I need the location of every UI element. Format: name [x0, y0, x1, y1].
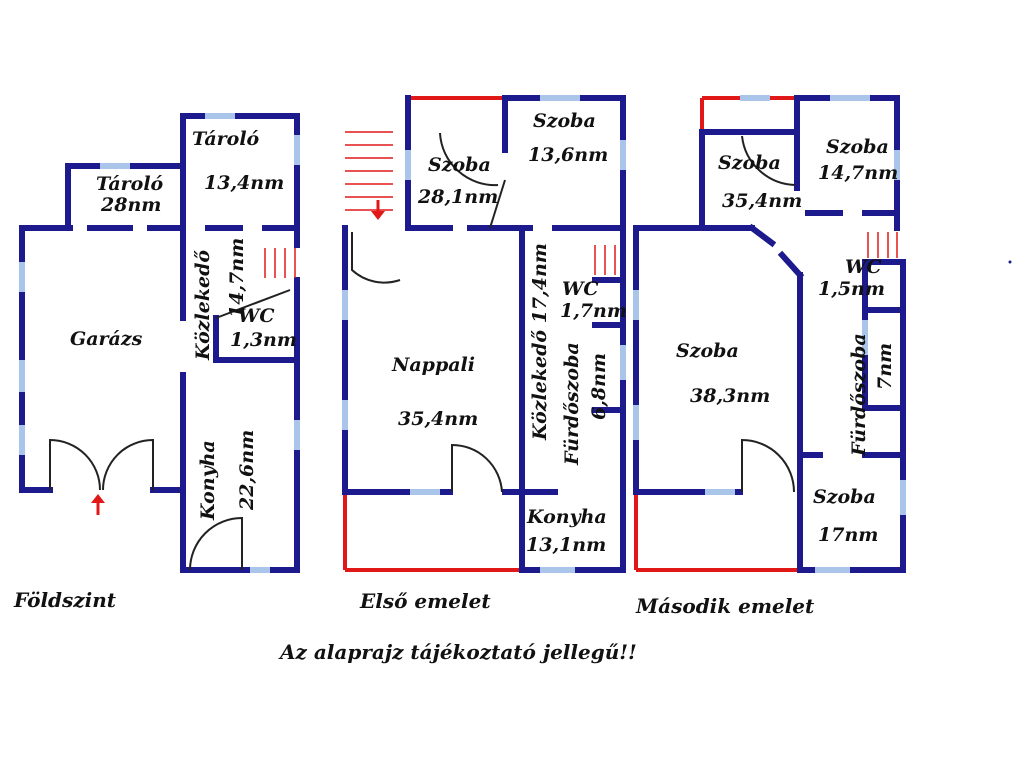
ground-floor-doors — [49, 289, 291, 571]
second-room-d-area: 17nm — [818, 524, 879, 546]
ground-kitchen-name: Konyha — [197, 440, 219, 520]
second-room-b-area: 14,7nm — [818, 162, 899, 184]
second-bath-name: Fürdőszoba — [848, 333, 870, 456]
first-bath-name: Fürdőszoba — [561, 342, 583, 465]
ground-wc-area: 1,3nm — [230, 329, 297, 351]
first-kitchen-area: 13,1nm — [526, 534, 607, 556]
first-floor-exterior-lines — [343, 96, 522, 572]
first-bath-area: 6,8nm — [588, 353, 610, 420]
ground-corridor-name: Közlekedő — [192, 249, 214, 360]
second-floor-plan — [633, 95, 1012, 573]
first-floor-windows — [342, 95, 626, 573]
second-room-a-name: Szoba — [718, 152, 781, 174]
first-living-area: 35,4nm — [398, 408, 479, 430]
ground-wc-name: WC — [238, 305, 275, 327]
second-wc-area: 1,5nm — [818, 278, 885, 300]
second-floor-doors — [741, 135, 796, 493]
first-floor-walls — [342, 95, 626, 573]
first-floor-plan — [342, 95, 626, 573]
second-room-b-name: Szoba — [826, 136, 889, 158]
first-wc-name: WC — [562, 278, 599, 300]
second-room-c-name: Szoba — [676, 340, 739, 362]
ground-garage-name: Garázs — [70, 328, 143, 350]
first-kitchen-name: Konyha — [527, 506, 607, 528]
second-room-c-area: 38,3nm — [690, 385, 771, 407]
ground-floor-plan — [19, 113, 300, 573]
second-room-d-name: Szoba — [813, 486, 876, 508]
second-wc-name: WC — [845, 256, 882, 278]
second-floor-windows — [633, 95, 906, 573]
second-room-a-area: 35,4nm — [722, 190, 803, 212]
second-floor-exterior-lines — [634, 96, 797, 572]
first-room-b-name: Szoba — [533, 110, 596, 132]
first-corridor-label: Közlekedő 17,4nm — [529, 243, 551, 440]
second-bath-area: 7nm — [874, 342, 896, 390]
ground-storage-b-name: Tároló — [192, 128, 260, 150]
ground-floor-stairs — [264, 248, 296, 278]
first-floor-stairs — [345, 131, 616, 275]
second-floor-stairs — [867, 232, 898, 258]
ground-floor-windows — [19, 113, 300, 573]
first-floor-stair-arrow-icon — [371, 200, 385, 220]
disclaimer-text: Az alaprajz tájékoztató jellegű!! — [280, 640, 637, 664]
ground-floor-entry-arrow-icon — [91, 494, 105, 515]
first-wc-area: 1,7nm — [560, 300, 627, 322]
ground-storage-a-name: Tároló — [96, 173, 164, 195]
first-room-a-area: 28,1nm — [418, 186, 499, 208]
first-room-a-name: Szoba — [428, 154, 491, 176]
ground-floor-caption: Földszint — [14, 588, 117, 612]
first-living-name: Nappali — [392, 354, 475, 376]
first-floor-doors — [351, 132, 506, 493]
ground-storage-a-area: 28nm — [101, 194, 162, 216]
ground-storage-b-area: 13,4nm — [204, 172, 285, 194]
stray-dot — [1008, 260, 1012, 264]
ground-kitchen-area: 22,6nm — [236, 429, 258, 510]
second-floor-caption: Második emelet — [636, 594, 815, 618]
first-room-b-area: 13,6nm — [528, 144, 609, 166]
first-floor-caption: Első emelet — [360, 589, 491, 613]
